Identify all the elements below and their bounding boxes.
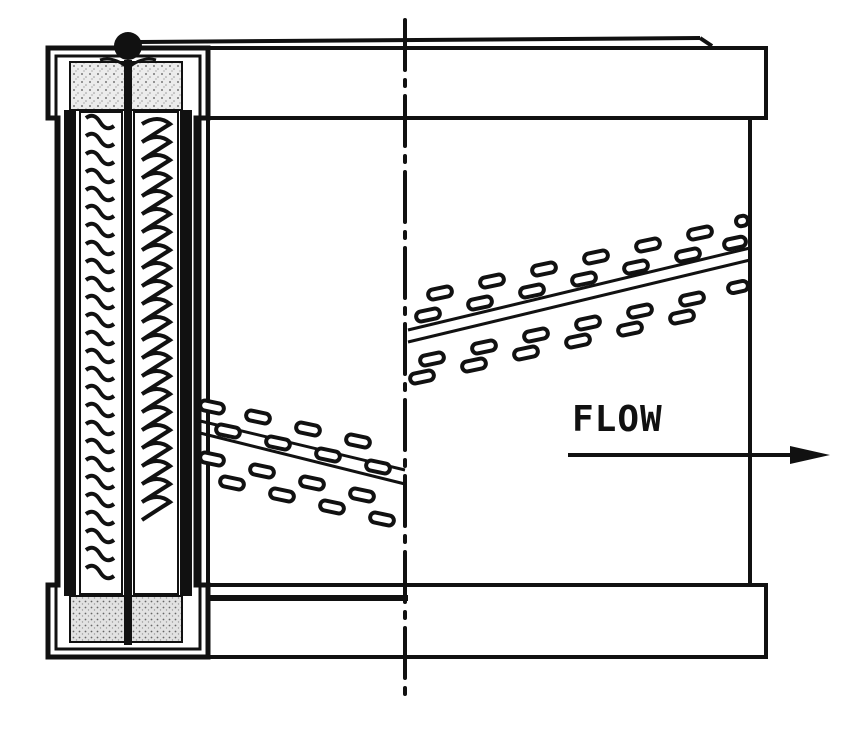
- hinge-pin: [99, 32, 157, 70]
- pipe-body: [206, 118, 752, 585]
- perforated-plate-right: [407, 213, 751, 386]
- bottom-flange: [206, 583, 768, 659]
- perforated-plate-left: [195, 398, 406, 528]
- flow-arrow: [568, 446, 830, 464]
- top-flange: [139, 36, 768, 120]
- flow-label: FLOW: [572, 399, 663, 440]
- filter-element: [45, 45, 211, 660]
